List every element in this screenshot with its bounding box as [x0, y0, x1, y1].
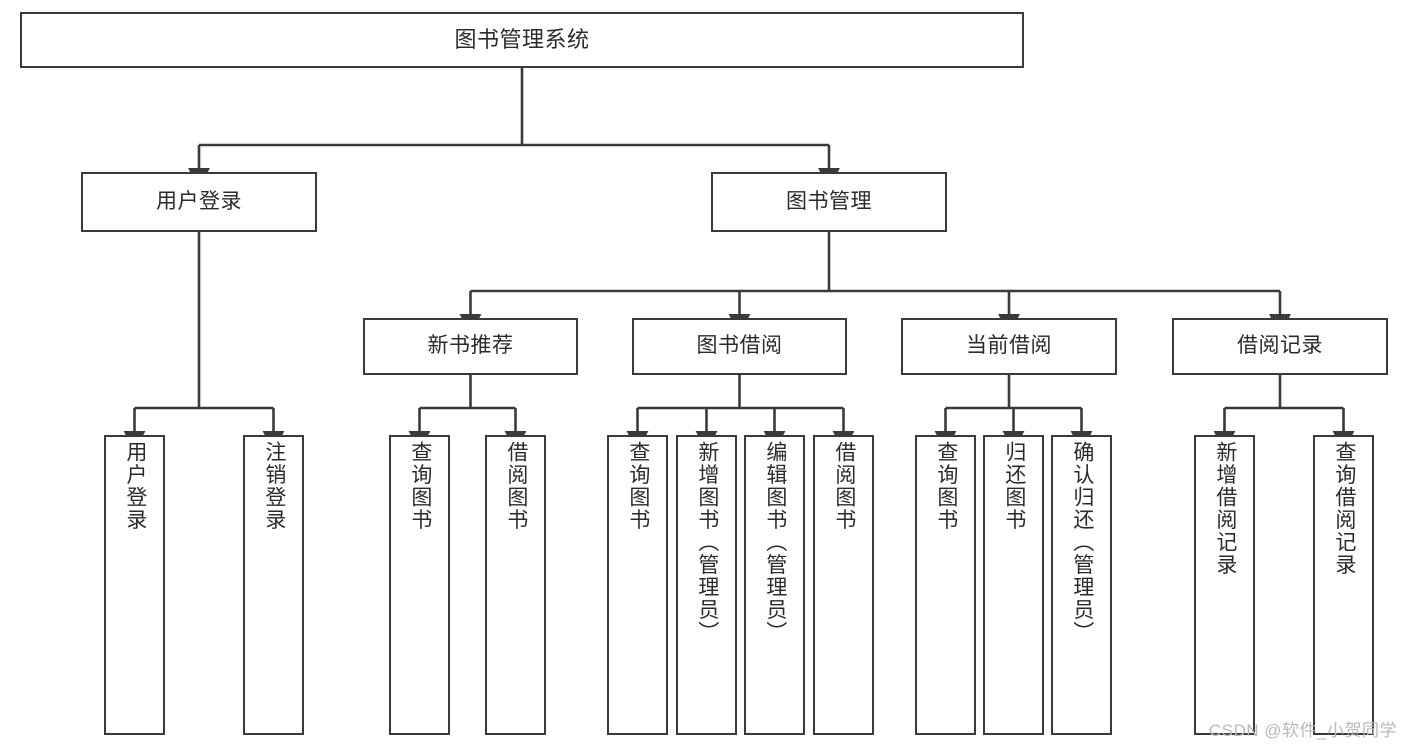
node-leaf9[interactable]: 查询图书: [915, 435, 976, 735]
node-label: 确认归还（管理员）: [1070, 441, 1094, 644]
node-label: 新增借阅记录: [1213, 441, 1237, 576]
node-borrow[interactable]: 图书借阅: [632, 318, 847, 375]
node-leaf6[interactable]: 新增图书（管理员）: [676, 435, 737, 735]
node-label: 图书管理系统: [454, 27, 590, 53]
node-leaf1[interactable]: 用户登录: [104, 435, 165, 735]
node-label: 新书推荐: [427, 334, 514, 358]
node-label: 借阅图书: [504, 441, 528, 531]
node-newbook[interactable]: 新书推荐: [363, 318, 578, 375]
node-label: 新增图书（管理员）: [695, 441, 719, 644]
node-leaf2[interactable]: 注销登录: [243, 435, 304, 735]
node-label: 用户登录: [123, 441, 147, 531]
node-label: 归还图书: [1002, 441, 1026, 531]
node-label: 查询图书: [934, 441, 958, 531]
node-label: 借阅记录: [1237, 334, 1323, 358]
node-current[interactable]: 当前借阅: [901, 318, 1117, 375]
node-leaf13[interactable]: 查询借阅记录: [1313, 435, 1374, 735]
node-label: 查询图书: [408, 441, 432, 531]
csdn-watermark: CSDN @软件_小贺同学: [1208, 721, 1397, 740]
node-login[interactable]: 用户登录: [81, 172, 317, 232]
node-label: 查询图书: [626, 441, 650, 531]
node-label: 用户登录: [156, 189, 242, 213]
node-label: 当前借阅: [966, 334, 1052, 358]
node-label: 编辑图书（管理员）: [763, 441, 787, 644]
node-label: 图书管理: [786, 189, 872, 213]
node-label: 借阅图书: [832, 441, 856, 531]
node-label: 图书借阅: [696, 334, 783, 358]
node-leaf11[interactable]: 确认归还（管理员）: [1051, 435, 1112, 735]
node-leaf12[interactable]: 新增借阅记录: [1194, 435, 1255, 735]
node-leaf3[interactable]: 查询图书: [389, 435, 450, 735]
node-root[interactable]: 图书管理系统: [20, 12, 1024, 68]
node-leaf8[interactable]: 借阅图书: [813, 435, 874, 735]
node-leaf5[interactable]: 查询图书: [607, 435, 668, 735]
node-leaf7[interactable]: 编辑图书（管理员）: [744, 435, 805, 735]
node-label: 查询借阅记录: [1332, 441, 1356, 576]
node-records[interactable]: 借阅记录: [1172, 318, 1388, 375]
node-bookmgmt[interactable]: 图书管理: [711, 172, 947, 232]
node-leaf10[interactable]: 归还图书: [983, 435, 1044, 735]
node-label: 注销登录: [262, 441, 286, 531]
node-leaf4[interactable]: 借阅图书: [485, 435, 546, 735]
